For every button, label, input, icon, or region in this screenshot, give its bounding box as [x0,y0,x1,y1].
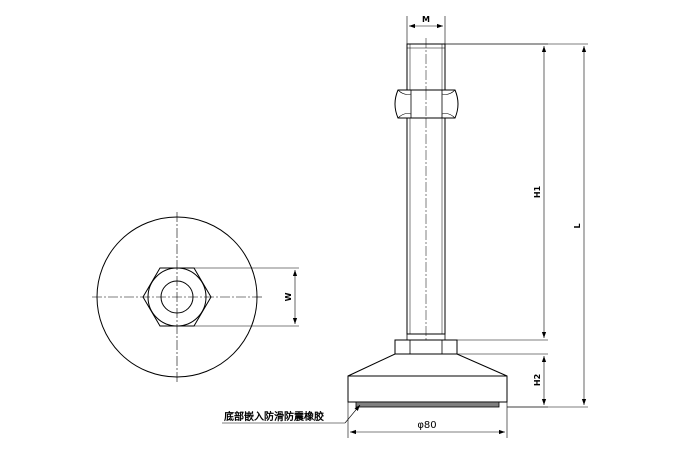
side-view [347,38,508,408]
h2-dimension [457,353,548,408]
bottom-view [92,212,299,382]
m-label: M [422,15,430,24]
diameter-label: φ80 [417,420,436,431]
nut-chamfer-top [397,89,456,95]
base-note-text: 底部嵌入防滑防震橡胶 [224,410,324,423]
h2-label: H2 [533,374,542,386]
m-dimension [406,16,446,44]
leader-line [344,404,361,424]
lower-collar [394,339,458,355]
l-label: L [573,223,582,228]
h1-label: H1 [533,185,542,198]
diameter-dimension [347,402,508,438]
base-note-leader [222,404,361,424]
l-dimension [445,43,588,408]
base-body [347,353,508,403]
anti-slip-rubber-pad [355,401,500,408]
w-label: W [284,292,293,301]
nut-chamfer-bottom [397,113,456,119]
